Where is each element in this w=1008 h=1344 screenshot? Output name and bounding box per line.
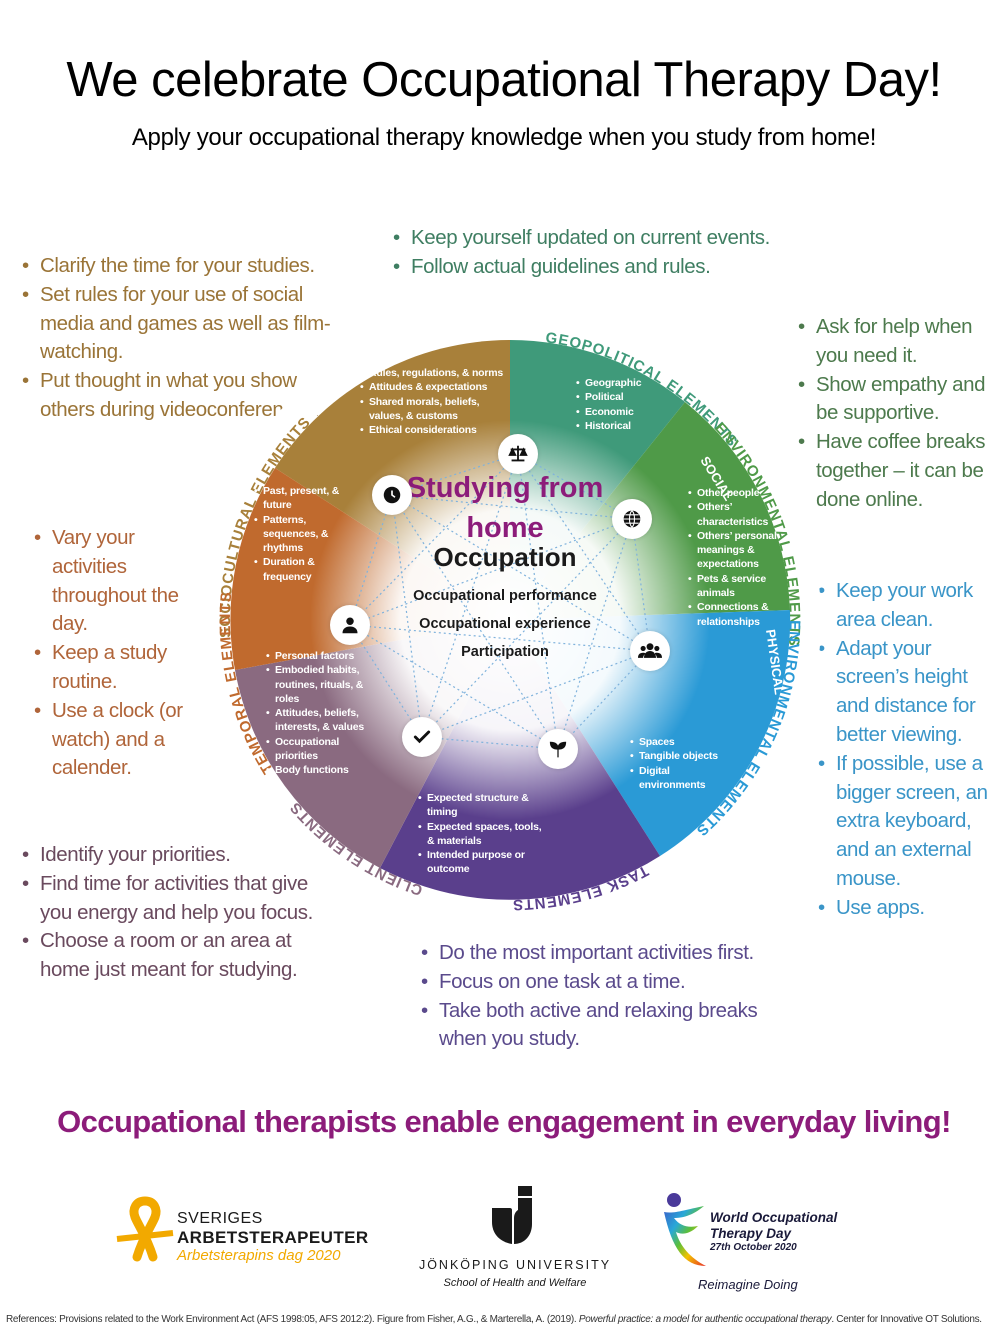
physical-tips: Keep your work area clean.Adapt your scr…: [818, 577, 1003, 923]
temporal-tips: Vary your activities throughout the day.…: [34, 524, 204, 783]
tagline: Occupational therapists enable engagemen…: [57, 1104, 951, 1139]
center-item: Occupational performance: [413, 588, 597, 604]
references: References: Provisions related to the Wo…: [6, 1314, 1006, 1325]
segment-text-geopolitical: GeographicPoliticalEconomicHistorical: [576, 376, 666, 433]
list-item: Past, present, & future: [254, 484, 344, 513]
list-item: Intended purpose or outcome: [418, 848, 548, 877]
list-item: Choose a room or an area at home just me…: [22, 927, 322, 985]
list-item: Political: [576, 390, 666, 405]
list-item: Ask for help when you need it.: [798, 313, 998, 371]
list-item: Focus on one task at a time.: [421, 968, 781, 997]
list-item: Pets & service animals: [688, 572, 788, 601]
list-item: Others’ characteristics: [688, 500, 788, 529]
sociocultural-tips: Clarify the time for your studies.Set ru…: [22, 252, 332, 425]
list-item: Duration & frequency: [254, 555, 344, 584]
list-item: Adapt your screen’s height and distance …: [818, 635, 1003, 750]
list-item: Shared morals, beliefs, values, & custom…: [360, 395, 510, 424]
list-item: Digital environments: [630, 764, 720, 793]
list-item: Body functions: [266, 763, 370, 778]
task-tips: Do the most important activities first.F…: [421, 939, 781, 1054]
poster-title: We celebrate Occupational Therapy Day!: [66, 53, 942, 107]
wotd-title: World Occupational Therapy Day: [710, 1210, 838, 1241]
logo-line: Arbetsterapins dag 2020: [177, 1247, 341, 1264]
list-item: Other people: [688, 486, 788, 501]
list-item: Keep your work area clean.: [818, 577, 1003, 635]
center-heading: Studying from home: [406, 472, 604, 544]
list-item: Use a clock (or watch) and a calender.: [34, 697, 204, 783]
list-item: Expected spaces, tools, & materials: [418, 820, 548, 849]
logo-line: SVERIGES: [177, 1210, 263, 1227]
segment-text-temporal: Past, present, & futurePatterns, sequenc…: [254, 484, 344, 584]
list-item: Embodied habits, routines, rituals, & ro…: [266, 663, 370, 706]
references-suffix: . Center for Innovative OT Solutions.: [831, 1314, 982, 1325]
network-lines: [349, 453, 651, 750]
list-item: Historical: [576, 419, 666, 434]
list-item: Expected structure & timing: [418, 791, 548, 820]
list-item: Keep yourself updated on current events.: [393, 224, 770, 253]
list-item: Geographic: [576, 376, 666, 391]
list-item: Rules, regulations, & norms: [360, 366, 510, 381]
social-tips: Ask for help when you need it.Show empat…: [798, 313, 998, 515]
list-item: Spaces: [630, 735, 720, 750]
globe-icon: [612, 499, 652, 539]
list-item: Show empathy and be supportive.: [798, 371, 998, 429]
list-item: Patterns, sequences, & rhythms: [254, 513, 344, 556]
list-item: Occupational priorities: [266, 735, 370, 764]
list-item: Do the most important activities first.: [421, 939, 781, 968]
check-icon: [402, 717, 442, 757]
school-name: School of Health and Welfare: [443, 1277, 587, 1289]
occupation-diagram: SOCIOCULTURAL ELEMENTS GEOPOLITICAL ELEM…: [180, 290, 840, 950]
list-item: Use apps.: [818, 894, 1003, 923]
list-item: Identify your priorities.: [22, 841, 322, 870]
list-item: Keep a study routine.: [34, 639, 204, 697]
list-item: Tangible objects: [630, 749, 720, 764]
segment-text-sociocultural: Rules, regulations, & normsAttitudes & e…: [360, 366, 510, 438]
references-title: Powerful practice: a model for authentic…: [578, 1314, 832, 1325]
list-item: Others’ personal meanings & expectations: [688, 529, 788, 572]
scales-icon: [498, 434, 538, 474]
list-item: Personal factors: [266, 649, 370, 664]
references-prefix: References: Provisions related to the Wo…: [6, 1314, 579, 1325]
list-item: Put thought in what you show others duri…: [22, 367, 332, 425]
list-item: Follow actual guidelines and rules.: [393, 253, 770, 282]
list-item: Attitudes & expectations: [360, 380, 510, 395]
list-item: Have coffee breaks together – it can be …: [798, 428, 998, 514]
list-item: Find time for activities that give you e…: [22, 870, 322, 928]
sveriges-arbetsterapeuter-logo: SVERIGES ARBETSTERAPEUTER Arbetsterapins…: [115, 1193, 385, 1273]
person-icon: [330, 605, 370, 645]
segment-text-social: Other peopleOthers’ characteristicsOther…: [688, 486, 788, 629]
list-item: Ethical considerations: [360, 423, 510, 438]
ju-mark-icon: [492, 1186, 532, 1244]
segment-text-physical: SpacesTangible objectsDigital environmen…: [630, 735, 720, 792]
ribbon-icon: [116, 1196, 174, 1262]
wotd-date: 27th October 2020: [710, 1242, 797, 1253]
list-item: Economic: [576, 405, 666, 420]
geopolitical-tips: Keep yourself updated on current events.…: [393, 224, 770, 282]
segment-text-task: Expected structure & timingExpected spac…: [418, 791, 548, 877]
center-item: Occupational experience: [419, 616, 591, 632]
group-icon: [630, 631, 670, 671]
outer-ring: [199, 309, 821, 931]
wotd-slogan: Reimagine Doing: [698, 1277, 798, 1292]
sprout-icon: [538, 729, 578, 769]
list-item: If possible, use a bigger screen, an ext…: [818, 750, 1003, 894]
logo-line: ARBETSTERAPEUTER: [177, 1228, 369, 1247]
list-item: Set rules for your use of social media a…: [22, 281, 332, 367]
list-item: Attitudes, beliefs, interests, & values: [266, 706, 370, 735]
wotd-figure-icon: [664, 1193, 706, 1266]
center-occupation: Occupation: [433, 542, 577, 572]
poster-subtitle: Apply your occupational therapy knowledg…: [131, 124, 877, 151]
list-item: Take both active and relaxing breaks whe…: [421, 997, 781, 1055]
list-item: Clarify the time for your studies.: [22, 252, 332, 281]
list-item: Vary your activities throughout the day.: [34, 524, 204, 639]
jonkoping-university-logo: JÖNKÖPING UNIVERSITY School of Health an…: [410, 1186, 620, 1296]
client-tips: Identify your priorities.Find time for a…: [22, 841, 322, 985]
segment-text-client: Personal factorsEmbodied habits, routine…: [266, 649, 370, 778]
list-item: Connections & relationships: [688, 600, 788, 629]
world-ot-day-logo: World Occupational Therapy Day 27th Octo…: [660, 1192, 850, 1302]
clock-icon: [372, 475, 412, 515]
center-item: Participation: [461, 644, 549, 660]
university-name: JÖNKÖPING UNIVERSITY: [418, 1258, 612, 1272]
